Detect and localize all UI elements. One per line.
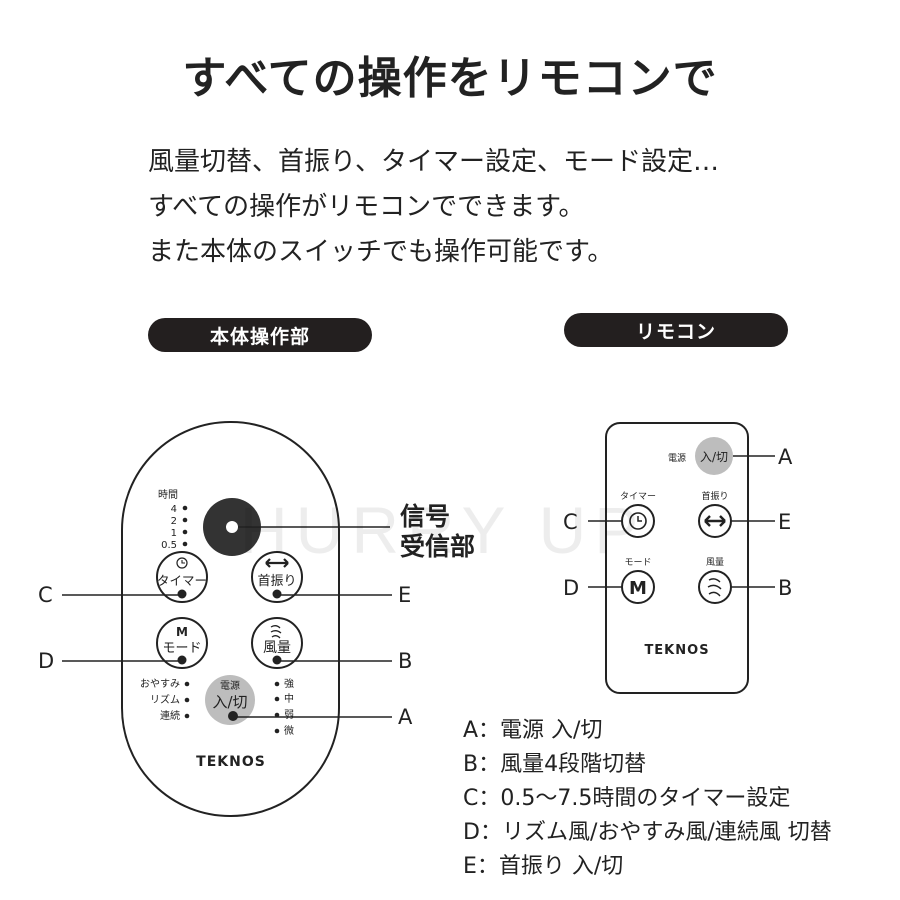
remote-swing-caption: 首振り [701, 490, 728, 502]
timer-level: 2 [171, 516, 177, 527]
timer-level: 4 [171, 504, 177, 515]
page-title: すべての操作をリモコンで [182, 53, 718, 104]
legend-item: A：電源 入/切 [463, 718, 603, 743]
clock-icon [176, 557, 188, 569]
timer-indicator-led [182, 517, 188, 523]
mode-button-label: モード [162, 641, 201, 656]
timer-indicator-led [182, 505, 188, 511]
swing-button[interactable]: 首振り [251, 551, 303, 603]
remote-mode-label: M [629, 578, 647, 599]
remote-outline [605, 422, 749, 694]
intro-line: また本体のスイッチでも操作可能です。 [148, 237, 614, 267]
signal-receiver-dot [226, 521, 238, 533]
fan-list-item: 弱 [284, 709, 294, 721]
intro-text: 風量切替、首振り、タイマー設定、モード設定… すべての操作がリモコンでできます。… [148, 140, 719, 275]
body-panel-heading: 本体操作部 [148, 318, 372, 352]
mode-list-item: おやすみ [140, 678, 180, 690]
remote-callout-d: D [563, 576, 579, 600]
remote-callout-b: B [778, 576, 792, 600]
swing-arrows-icon [704, 515, 726, 527]
callout-d: D [38, 649, 54, 673]
callout-e: E [398, 583, 411, 607]
legend-item: E：首振り 入/切 [463, 854, 624, 879]
callout-a: A [398, 705, 413, 729]
fan-list-item: 強 [284, 677, 294, 690]
timer-indicator-led [182, 541, 188, 547]
timer-button[interactable]: タイマー [156, 551, 208, 603]
clock-icon [629, 512, 647, 530]
callout-b: B [398, 649, 412, 673]
legend-item: D：リズム風/おやすみ風/連続風 切替 [463, 820, 832, 845]
remote-callout-e: E [778, 510, 791, 534]
legend: A：電源 入/切 B：風量4段階切替 C：0.5〜7.5時間のタイマー設定 D：… [463, 714, 832, 884]
mode-button[interactable]: M モード [156, 617, 208, 669]
timer-indicator-led [182, 529, 188, 535]
timer-level: 1 [171, 528, 177, 539]
remote-mode-caption: モード [624, 558, 651, 568]
mode-list-item: リズム [150, 693, 180, 706]
timer-level: 0.5 [161, 540, 177, 551]
fan-speed-button[interactable]: 風量 [251, 617, 303, 669]
intro-line: すべての操作がリモコンでできます。 [148, 192, 585, 222]
fan-list-item: 微 [284, 724, 294, 737]
watermark: HURRY UP [240, 493, 647, 567]
fan-button-label: 風量 [263, 640, 291, 656]
mode-list-item: 連続 [160, 709, 180, 722]
signal-label: 受信部 [400, 532, 475, 561]
remote-heading: リモコン [564, 313, 788, 347]
wind-icon [270, 625, 282, 639]
power-caption: 電源 [220, 679, 240, 692]
remote-power-caption: 電源 [668, 453, 686, 464]
mode-letter: M [176, 625, 188, 639]
timer-button-label: タイマー [157, 573, 207, 588]
remote-swing-button[interactable] [698, 504, 732, 538]
wind-icon [707, 578, 722, 597]
body-brand-logo: TEKNOS [196, 754, 266, 770]
legend-item: C：0.5〜7.5時間のタイマー設定 [463, 786, 791, 811]
remote-fan-caption: 風量 [706, 557, 724, 568]
remote-brand-logo: TEKNOS [644, 643, 709, 658]
swing-button-label: 首振り [257, 574, 296, 589]
intro-line: 風量切替、首振り、タイマー設定、モード設定… [148, 147, 719, 177]
power-button-label: 入/切 [212, 693, 247, 711]
remote-mode-button[interactable]: M [621, 570, 655, 604]
remote-timer-caption: タイマー [620, 491, 656, 502]
remote-callout-a: A [778, 445, 793, 469]
remote-power-button[interactable]: 入/切 [695, 437, 733, 475]
legend-item: B：風量4段階切替 [463, 752, 647, 777]
remote-callout-c: C [563, 510, 578, 534]
remote-power-label: 入/切 [700, 450, 728, 464]
callout-c: C [38, 583, 53, 607]
timer-label: 時間 [158, 489, 178, 501]
remote-fan-button[interactable] [698, 570, 732, 604]
fan-list-item: 中 [284, 692, 294, 705]
signal-label: 信号 [400, 502, 450, 531]
power-button[interactable]: 電源 入/切 [205, 675, 255, 725]
swing-arrows-icon [265, 558, 289, 568]
